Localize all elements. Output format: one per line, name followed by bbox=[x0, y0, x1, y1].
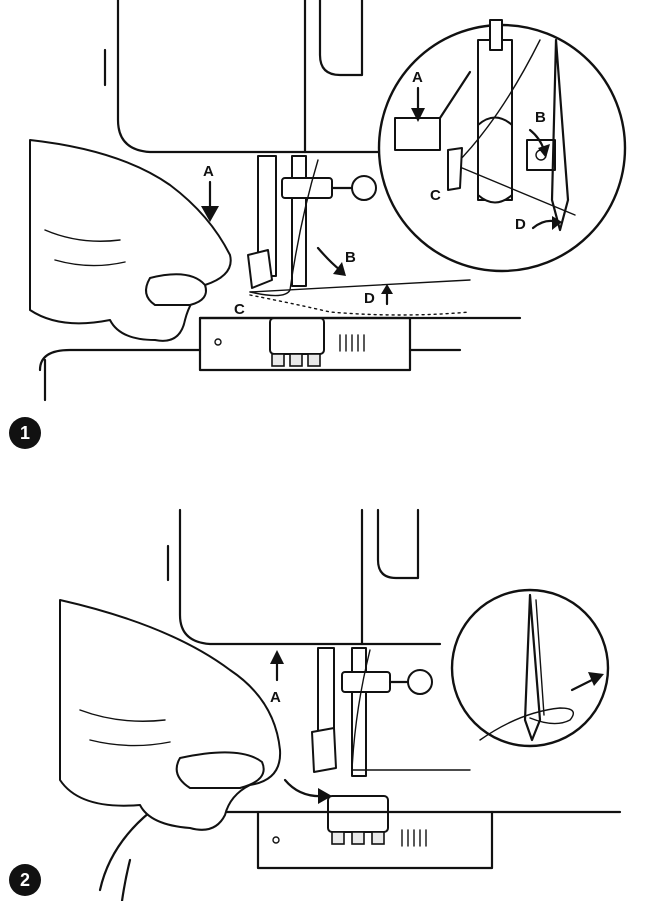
step-1-badge bbox=[9, 417, 41, 449]
label-a-2: A bbox=[270, 689, 281, 706]
machine-head-outline bbox=[116, 0, 402, 154]
needle bbox=[550, 38, 570, 232]
machine-front-cover bbox=[318, 0, 364, 77]
threader-hook bbox=[247, 249, 273, 289]
machine-bed bbox=[38, 348, 462, 372]
needle-clamp bbox=[281, 177, 333, 199]
step-2-drawing: A 2 bbox=[9, 508, 622, 901]
label-c: C bbox=[234, 301, 245, 318]
needle-clamp-screw bbox=[351, 175, 377, 201]
magnifier-inset-circle-2 bbox=[450, 588, 610, 748]
machine-head-outline-2 bbox=[178, 508, 442, 646]
thread-loop bbox=[479, 707, 574, 741]
inset-label-a: A bbox=[412, 69, 423, 86]
label-d: D bbox=[364, 290, 375, 307]
inset-detail-1: A B C D bbox=[377, 19, 627, 273]
needle-2 bbox=[523, 593, 542, 742]
presser-foot bbox=[269, 317, 325, 355]
step-1-number: 1 bbox=[20, 423, 30, 443]
step-2-number: 2 bbox=[20, 870, 30, 890]
step-2-illustration: A 2 bbox=[0, 450, 648, 901]
thread-line bbox=[249, 159, 319, 297]
inset-label-d: D bbox=[515, 216, 526, 233]
thumb bbox=[145, 273, 207, 306]
curved-arrow-icon bbox=[316, 246, 342, 272]
step-1-drawing: A B C D A B C D 1 bbox=[9, 0, 627, 449]
thread-dotted-path bbox=[249, 294, 471, 316]
inset-detail-2 bbox=[450, 588, 610, 748]
inset-label-c: C bbox=[430, 187, 441, 204]
label-b: B bbox=[345, 249, 356, 266]
label-a: A bbox=[203, 163, 214, 180]
step-1-illustration: A B C D A B C D 1 bbox=[0, 0, 648, 450]
left-hand bbox=[29, 139, 232, 342]
inset-label-b: B bbox=[535, 109, 546, 126]
step-2-badge bbox=[9, 864, 41, 896]
